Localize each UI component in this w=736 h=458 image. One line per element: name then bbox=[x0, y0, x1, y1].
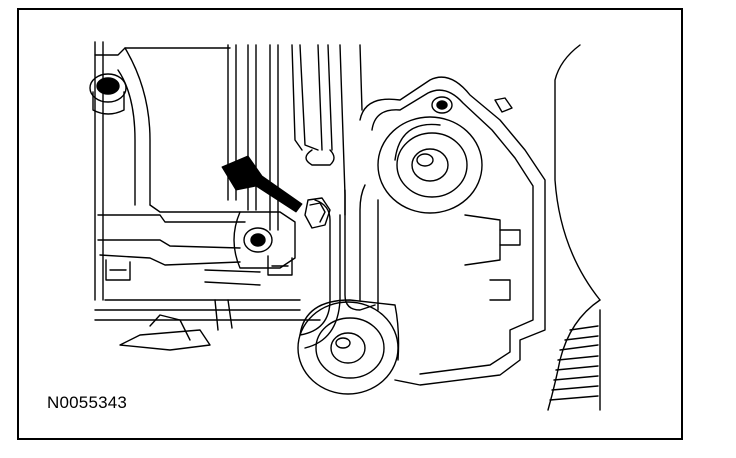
cable-bracket bbox=[299, 197, 341, 349]
shift-linkage bbox=[97, 211, 296, 286]
callout-arrow bbox=[221, 155, 303, 213]
upper-bushing bbox=[377, 116, 483, 214]
mount-housing bbox=[344, 76, 546, 386]
upper-bolt bbox=[89, 73, 127, 115]
flex-pipe bbox=[547, 44, 601, 411]
figure-id-label: N0055343 bbox=[47, 393, 128, 412]
lower-bushing bbox=[297, 299, 400, 395]
